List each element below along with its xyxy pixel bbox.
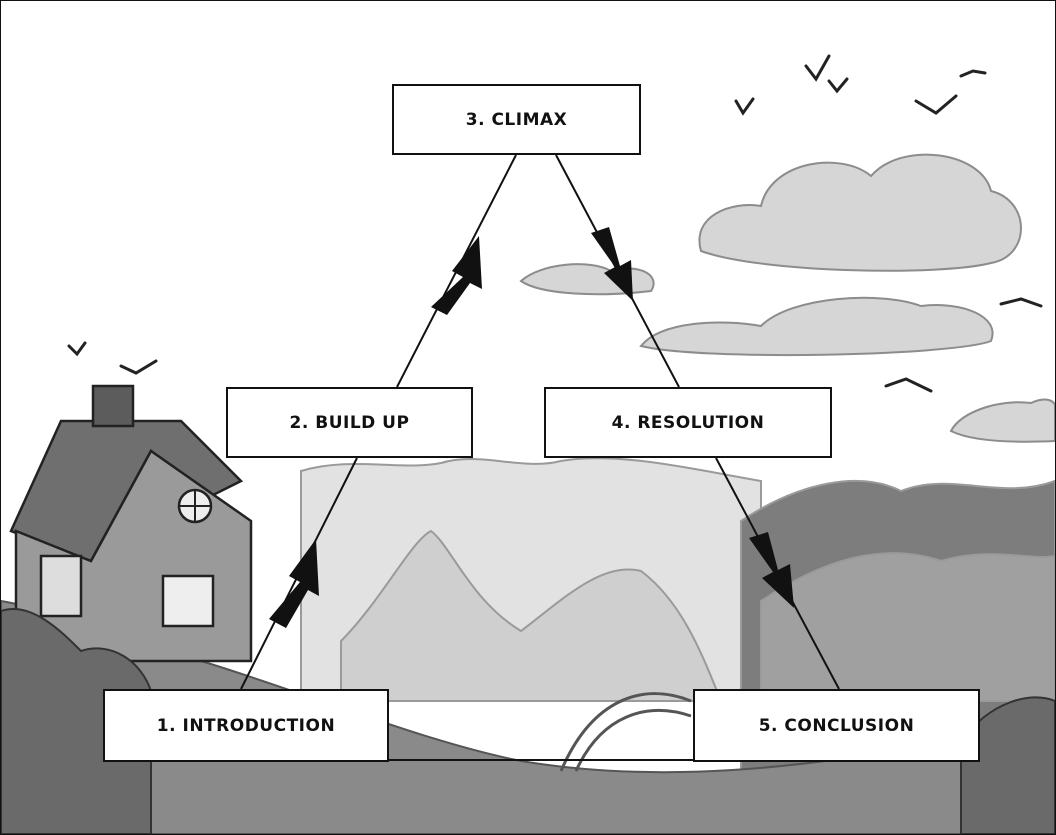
stage-conclusion-label: 5. CONCLUSION <box>758 715 915 736</box>
bird-icon <box>959 69 987 78</box>
cloud-large <box>698 153 1022 272</box>
arrow-up-icon <box>269 539 319 628</box>
stage-climax: 3. CLIMAX <box>392 84 641 155</box>
bird-icon <box>914 94 958 115</box>
mountain-peak-center <box>340 529 723 702</box>
cloud-middle <box>639 296 994 357</box>
arrow-down-icon <box>749 532 794 608</box>
cloud-small <box>519 263 655 296</box>
arrow-up-icon <box>431 236 482 315</box>
bird-icon <box>999 297 1043 308</box>
stage-introduction-label: 1. INTRODUCTION <box>156 715 336 736</box>
bird-icon <box>67 341 87 357</box>
mountain-range-right-mid <box>760 552 1055 702</box>
arrow-down-icon <box>591 227 633 301</box>
chimney <box>91 384 135 428</box>
bird-icon <box>884 377 933 393</box>
stage-resolution-label: 4. RESOLUTION <box>611 412 765 433</box>
bird-icon <box>119 359 158 375</box>
stage-build-up-label: 2. BUILD UP <box>289 412 410 433</box>
house-window-right <box>161 574 215 628</box>
bird-icon <box>804 54 831 82</box>
bridge <box>559 692 692 772</box>
stage-resolution: 4. RESOLUTION <box>544 387 832 458</box>
bird-icon <box>827 77 849 94</box>
stage-climax-label: 3. CLIMAX <box>465 109 568 130</box>
birds <box>67 54 1043 393</box>
stage-introduction: 1. INTRODUCTION <box>103 689 389 762</box>
house-window-left <box>39 554 83 618</box>
stage-build-up: 2. BUILD UP <box>226 387 473 458</box>
direction-arrows <box>269 227 794 628</box>
clouds <box>519 153 1055 443</box>
cloud-right <box>949 398 1055 443</box>
house <box>9 384 253 663</box>
stage-conclusion: 5. CONCLUSION <box>693 689 980 762</box>
bird-icon <box>734 97 755 116</box>
